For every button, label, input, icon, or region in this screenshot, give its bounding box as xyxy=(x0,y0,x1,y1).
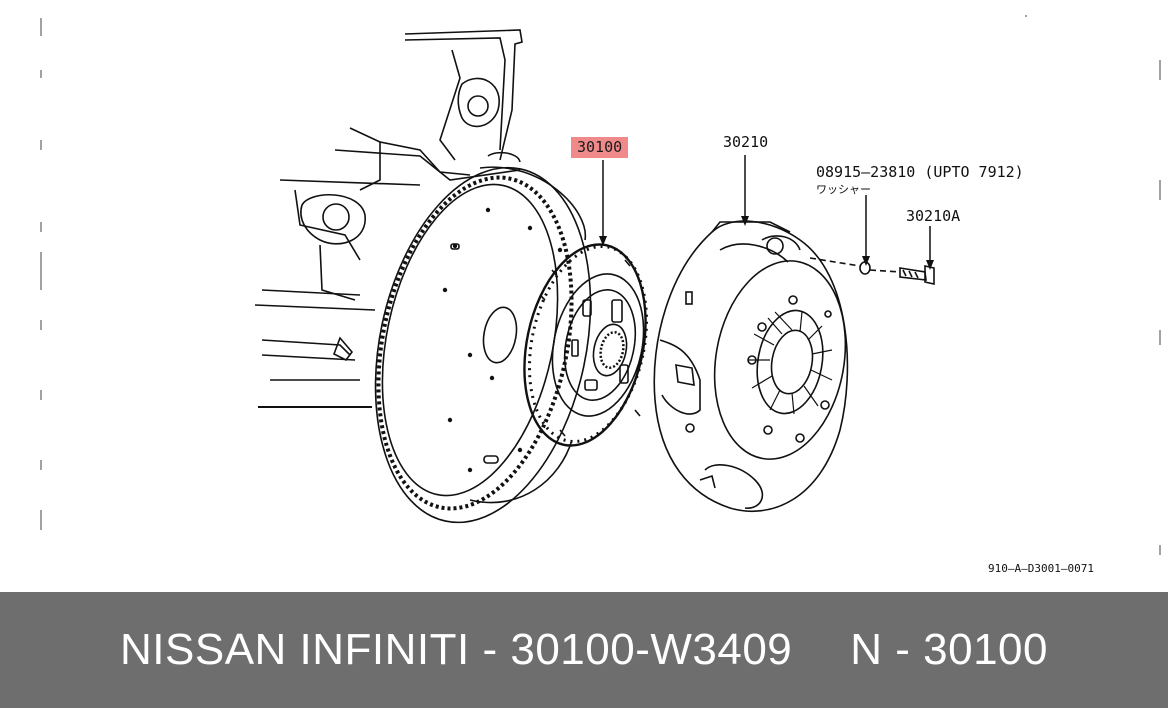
callout-30100[interactable]: 30100 xyxy=(571,137,629,158)
clutch-disc xyxy=(523,243,649,447)
engine-block xyxy=(254,29,523,408)
clutch-exploded-view xyxy=(40,15,1161,555)
callout-washer-note: ワッシャー xyxy=(816,183,871,196)
leader-lines xyxy=(602,155,931,266)
clutch-cover xyxy=(653,220,849,513)
diagram-code: 910—A—D3001—0071 xyxy=(988,562,1094,575)
parts-diagram: 30100 30210 08915—23810 (UPTO 7912) ワッシャ… xyxy=(40,15,1161,575)
callout-30210a[interactable]: 30210A xyxy=(906,207,961,225)
footer-banner: NISSAN INFINITI - 30100-W3409 N - 30100 xyxy=(0,592,1168,708)
footer-part-number: NISSAN INFINITI - 30100-W3409 xyxy=(120,625,793,674)
callout-08915-23810[interactable]: 08915—23810 (UPTO 7912) xyxy=(816,163,1024,181)
footer-reference: N - 30100 xyxy=(850,625,1048,674)
flywheel xyxy=(374,166,592,524)
washer-and-bolt xyxy=(809,257,935,285)
callout-30210[interactable]: 30210 xyxy=(723,133,769,151)
margin-ticks xyxy=(40,15,1161,555)
leader-arrows xyxy=(599,216,934,270)
